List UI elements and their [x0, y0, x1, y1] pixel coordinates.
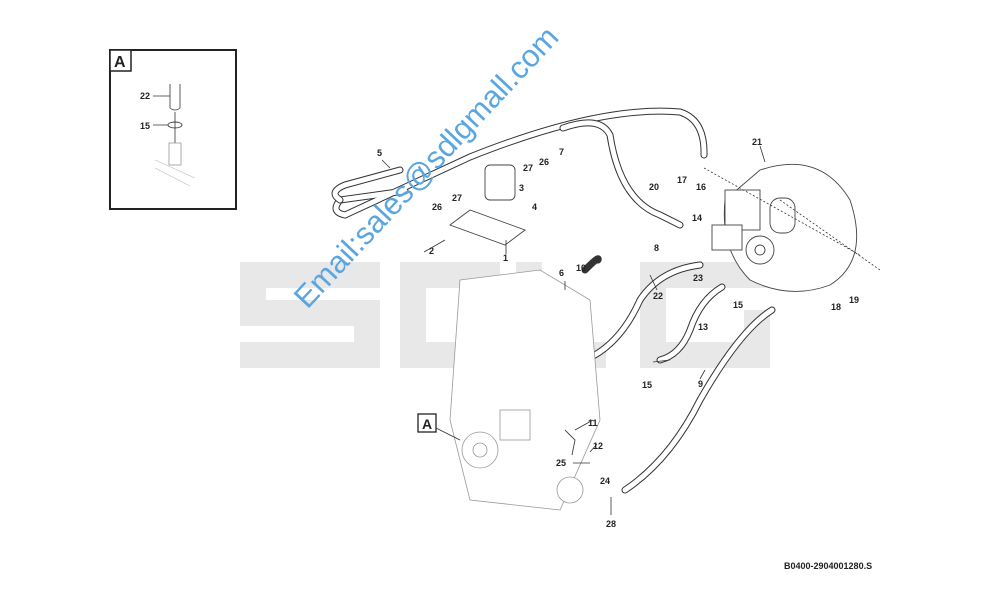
callout-14: 14 — [692, 213, 702, 223]
callout-12: 12 — [593, 441, 603, 451]
drawing-code: B0400-2904001280.S — [784, 561, 873, 571]
callout-22: 22 — [140, 91, 150, 101]
callout-15: 15 — [733, 300, 743, 310]
callout-1: 1 — [503, 253, 508, 263]
callout-15: 15 — [642, 380, 652, 390]
callout-24: 24 — [600, 476, 610, 486]
callout-23: 23 — [693, 273, 703, 283]
parts — [449, 163, 858, 511]
hoses — [331, 107, 776, 494]
callout-25: 25 — [556, 458, 566, 468]
callout-20: 20 — [649, 182, 659, 192]
callout-21: 21 — [752, 137, 762, 147]
callout-28: 28 — [606, 519, 616, 529]
callout-26: 26 — [432, 202, 442, 212]
callouts: 5272672726342110622201716148231521181913… — [377, 137, 859, 529]
callout-26: 26 — [539, 157, 549, 167]
callout-5: 5 — [377, 148, 382, 158]
callout-27: 27 — [452, 193, 462, 203]
callout-6: 6 — [559, 268, 564, 278]
callout-19: 19 — [849, 295, 859, 305]
inset-callouts: 22 15 — [140, 91, 150, 131]
callout-17: 17 — [677, 175, 687, 185]
callout-15: 15 — [140, 121, 150, 131]
detail-inset-a: A — [109, 49, 237, 210]
callout-7: 7 — [559, 147, 564, 157]
callout-4: 4 — [532, 202, 537, 212]
callout-22: 22 — [653, 291, 663, 301]
detail-callout-a: A — [422, 416, 432, 432]
callout-3: 3 — [519, 183, 524, 193]
leader-lines — [381, 145, 881, 515]
detail-label: A — [114, 54, 126, 71]
callout-11: 11 — [588, 418, 598, 428]
callout-9: 9 — [698, 379, 703, 389]
callout-8: 8 — [654, 243, 659, 253]
callout-10: 10 — [576, 263, 586, 273]
callout-13: 13 — [698, 322, 708, 332]
callout-27: 27 — [523, 163, 533, 173]
callout-18: 18 — [831, 302, 841, 312]
callout-16: 16 — [696, 182, 706, 192]
callout-2: 2 — [429, 246, 434, 256]
